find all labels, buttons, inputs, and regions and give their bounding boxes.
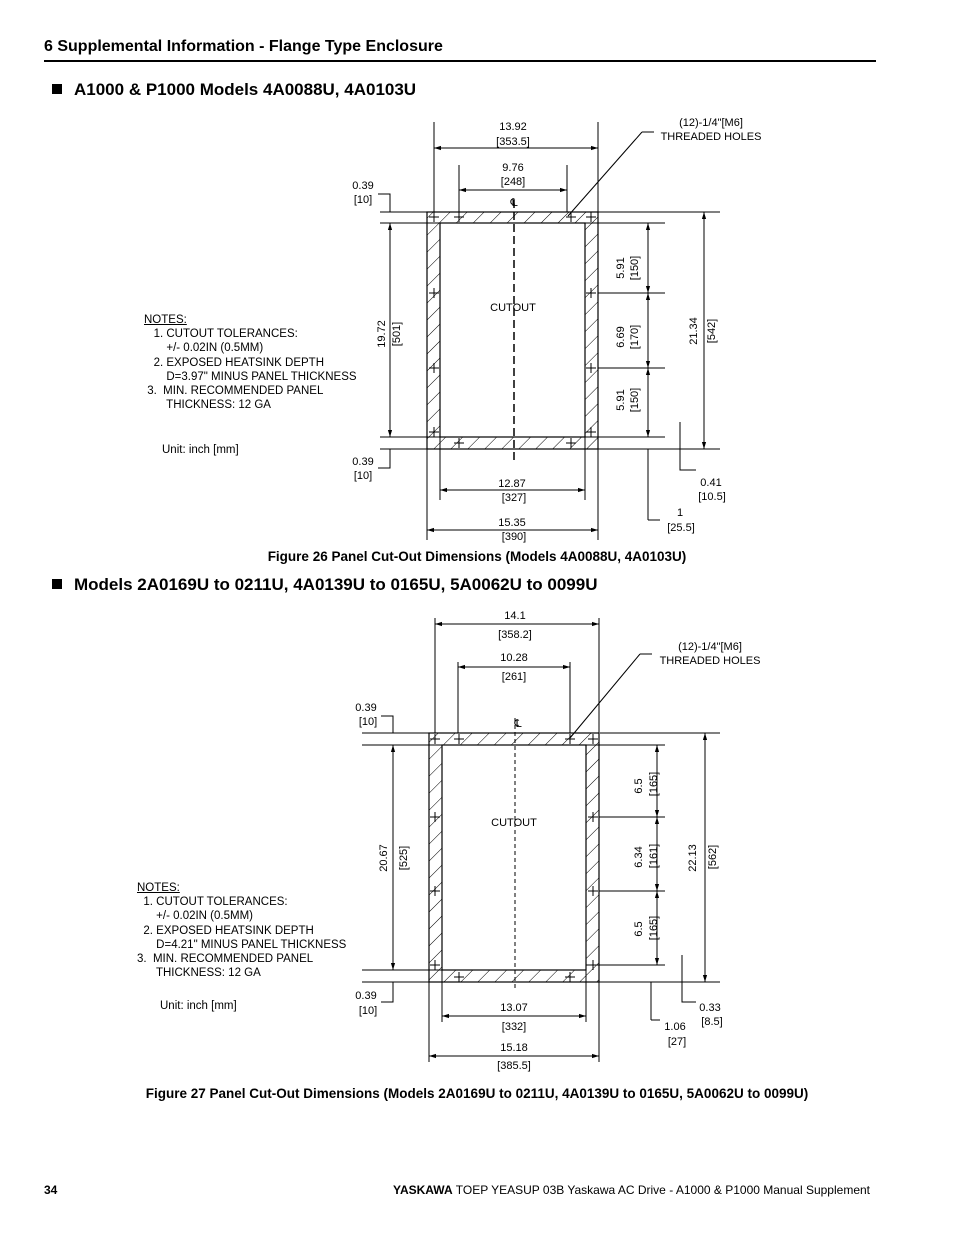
fig27-seg1-mm: [165] xyxy=(648,772,660,796)
fig26-cutout-height-mm: [501] xyxy=(391,322,403,346)
fig27-cutout-width-mm: [332] xyxy=(502,1021,526,1033)
fig27-note-3b: THICKNESS: 12 GA xyxy=(155,967,261,980)
fig26-seg1-mm: [150] xyxy=(629,256,641,280)
fig27-top-width-mm: [358.2] xyxy=(498,629,532,641)
fig26-notes: NOTES: 1. CUTOUT TOLERANCES: +/- 0.02IN … xyxy=(144,313,357,412)
fig27-side-offset-mm: [27] xyxy=(668,1036,686,1048)
fig26-hole-width-mm: [248] xyxy=(501,176,525,188)
section-title-2: Models 2A0169U to 0211U, 4A0139U to 0165… xyxy=(52,575,597,595)
fig27-cutout-label: CUTOUT xyxy=(491,817,537,829)
fig27-unit: Unit: inch [mm] xyxy=(160,1000,237,1012)
fig26-hole-width: 9.76 xyxy=(502,162,523,174)
fig26-total-height: 21.34 xyxy=(688,317,700,345)
fig26-seg2: 6.69 xyxy=(615,326,627,347)
fig26-cutout-label: CUTOUT xyxy=(490,302,536,314)
fig27-notes: NOTES: 1. CUTOUT TOLERANCES: +/- 0.02IN … xyxy=(137,881,346,980)
fig27-centerline-symbol: ℄ xyxy=(513,718,521,730)
fig27-cutout-width: 13.07 xyxy=(500,1002,528,1014)
fig26-total-width: 15.35 xyxy=(498,517,526,529)
fig27-seg2: 6.34 xyxy=(633,846,645,867)
fig26-cutout-width: 12.87 xyxy=(498,478,526,490)
figure-27-caption: Figure 27 Panel Cut-Out Dimensions (Mode… xyxy=(145,1086,809,1101)
fig26-seg3-mm: [150] xyxy=(629,388,641,412)
fig26-seg2-mm: [170] xyxy=(629,325,641,349)
fig26-unit: Unit: inch [mm] xyxy=(162,444,239,456)
fig26-cutout-width-mm: [327] xyxy=(502,492,526,504)
fig27-hole-width: 10.28 xyxy=(500,652,528,664)
fig27-hole-width-mm: [261] xyxy=(502,671,526,683)
header-rule xyxy=(44,60,876,62)
figure-27-drawing: 14.1 [358.2] 10.28 [261] (12)-1/4"[M6] T… xyxy=(0,605,954,1075)
fig27-seg3: 6.5 xyxy=(633,921,645,936)
fig27-edge-offset: 0.33 xyxy=(699,1002,720,1014)
section-title-2-text: Models 2A0169U to 0211U, 4A0139U to 0165… xyxy=(74,575,598,594)
fig27-top-margin: 0.39 xyxy=(355,702,376,714)
fig26-total-height-mm: [542] xyxy=(706,319,718,343)
footer-document-title: YASKAWA TOEP YEASUP 03B Yaskawa AC Drive… xyxy=(393,1183,870,1197)
fig27-total-height-mm: [562] xyxy=(707,845,719,869)
fig26-top-margin-mm: [10] xyxy=(354,194,372,206)
fig26-top-margin: 0.39 xyxy=(352,180,373,192)
fig26-edge-offset-mm: [10.5] xyxy=(698,491,726,503)
fig26-bottom-margin: 0.39 xyxy=(352,456,373,468)
fig26-holes-label-2: THREADED HOLES xyxy=(661,131,762,143)
fig27-bottom-margin: 0.39 xyxy=(355,990,376,1002)
fig26-top-width-mm: [353.5] xyxy=(496,136,530,148)
fig27-note-1b: +/- 0.02IN (0.5MM) xyxy=(156,910,253,923)
fig26-seg3: 5.91 xyxy=(615,389,627,410)
square-bullet-icon xyxy=(52,84,62,94)
square-bullet-icon xyxy=(52,579,62,589)
fig26-edge-offset: 0.41 xyxy=(700,477,721,489)
footer-doc-text: TOEP YEASUP 03B Yaskawa AC Drive - A1000… xyxy=(455,1183,870,1197)
fig27-top-width: 14.1 xyxy=(504,610,525,622)
fig26-bottom-margin-mm: [10] xyxy=(354,470,372,482)
fig26-note-2a: 2. EXPOSED HEATSINK DEPTH xyxy=(153,356,325,369)
section-title-1-text: A1000 & P1000 Models 4A0088U, 4A0103U xyxy=(74,80,417,99)
figure-26-drawing: 13.92 [353.5] 9.76 [248] (12)-1/4"[M6] T… xyxy=(0,110,954,550)
fig27-seg2-mm: [161] xyxy=(648,844,660,868)
page-number: 34 xyxy=(44,1183,58,1197)
fig27-holes-label-2: THREADED HOLES xyxy=(660,655,761,667)
fig27-side-offset: 1.06 xyxy=(664,1021,685,1033)
fig26-total-width-mm: [390] xyxy=(502,531,526,543)
fig27-notes-heading: NOTES: xyxy=(137,882,180,894)
fig26-top-width: 13.92 xyxy=(499,121,527,133)
fig27-note-3a: 3. MIN. RECOMMENDED PANEL xyxy=(137,953,314,966)
fig27-note-2b: D=4.21" MINUS PANEL THICKNESS xyxy=(156,938,347,951)
footer-brand: YASKAWA xyxy=(393,1183,453,1197)
fig27-seg1: 6.5 xyxy=(633,778,645,793)
fig26-side-offset-mm: [25.5] xyxy=(667,522,695,534)
figure-26-caption: Figure 26 Panel Cut-Out Dimensions (Mode… xyxy=(267,549,687,564)
fig27-note-2a: 2. EXPOSED HEATSINK DEPTH xyxy=(143,924,314,937)
fig27-seg3-mm: [165] xyxy=(648,916,660,940)
fig27-holes-label-1: (12)-1/4"[M6] xyxy=(678,641,742,653)
fig26-seg1: 5.91 xyxy=(615,257,627,278)
fig27-edge-offset-mm: [8.5] xyxy=(701,1016,722,1028)
fig26-note-2b: D=3.97" MINUS PANEL THICKNESS xyxy=(166,370,357,383)
threaded-hole-marks xyxy=(429,212,596,448)
fig27-total-width: 15.18 xyxy=(500,1042,528,1054)
threaded-hole-marks xyxy=(430,734,598,982)
fig27-total-height: 22.13 xyxy=(687,844,699,872)
fig27-total-width-mm: [385.5] xyxy=(497,1060,531,1072)
fig27-note-1a: 1. CUTOUT TOLERANCES: xyxy=(143,896,288,909)
fig26-cutout-height: 19.72 xyxy=(376,320,388,348)
fig27-cutout-height: 20.67 xyxy=(378,844,390,872)
fig26-centerline-symbol: ℄ xyxy=(509,197,517,209)
fig26-side-offset: 1 xyxy=(677,507,683,519)
fig26-note-1b: +/- 0.02IN (0.5MM) xyxy=(166,342,264,355)
fig27-top-margin-mm: [10] xyxy=(359,716,377,728)
fig27-cutout-height-mm: [525] xyxy=(398,846,410,870)
section-title-1: A1000 & P1000 Models 4A0088U, 4A0103U xyxy=(52,80,416,100)
fig26-note-1a: 1. CUTOUT TOLERANCES: xyxy=(153,328,298,341)
fig26-notes-heading: NOTES: xyxy=(144,314,187,326)
fig27-bottom-margin-mm: [10] xyxy=(359,1005,377,1017)
fig26-holes-label-1: (12)-1/4"[M6] xyxy=(679,117,743,129)
section-header: 6 Supplemental Information - Flange Type… xyxy=(44,38,443,55)
fig26-note-3b: THICKNESS: 12 GA xyxy=(166,399,271,412)
fig26-note-3a: 3. MIN. RECOMMENDED PANEL xyxy=(147,385,324,398)
